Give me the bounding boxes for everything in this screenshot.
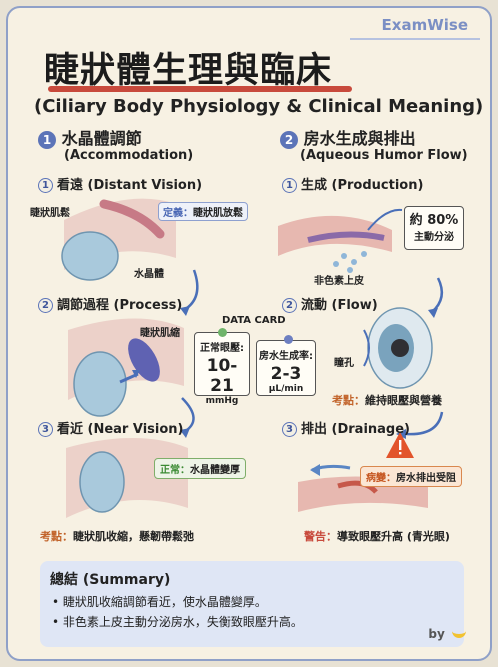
lesion-value: 房水排出受阻: [396, 473, 456, 484]
summary-item: • 睫狀肌收縮調節看近，使水晶體變厚。: [52, 595, 267, 609]
label-lens: 水晶體: [134, 269, 164, 280]
data-card-title: DATA CARD: [222, 315, 286, 326]
definition-tag: 定義：睫狀肌放鬆: [158, 202, 248, 221]
step-label: 流動 (Flow): [301, 298, 378, 313]
rate-unit: µL/min: [268, 384, 304, 394]
signature: by: [428, 627, 466, 641]
pressure-value: 10-21: [206, 356, 238, 396]
data-card-pressure: 正常眼壓: 10-21 mmHg: [194, 332, 250, 406]
pin-icon: [218, 328, 227, 337]
flow-arrow-left-2: [181, 397, 195, 434]
page-title: 睫狀體生理與臨床: [44, 51, 333, 91]
normal-value: 水晶體變厚: [190, 465, 240, 476]
data-card-rate: 房水生成率: 2-3 µL/min: [256, 340, 316, 396]
warning-icon: [386, 432, 414, 458]
section-title-text: 水晶體調節: [61, 129, 142, 148]
step-label: 生成 (Production): [301, 178, 424, 193]
lesion-key: 病變：: [366, 473, 396, 484]
section-number-badge: 2: [280, 131, 298, 149]
step-near-vision: 3 看近 (Near Vision): [38, 418, 183, 437]
approx-label: 約: [409, 213, 423, 228]
title-underline: [48, 86, 352, 92]
step-number: 3: [38, 422, 53, 437]
step-number: 2: [38, 298, 53, 313]
brand-logo: ExamWise: [381, 16, 468, 34]
signature-text: by: [428, 627, 445, 641]
step-drainage: 3 排出 (Drainage): [282, 418, 410, 437]
step-number: 1: [282, 178, 297, 193]
active-secretion-label: 主動分泌: [414, 232, 454, 243]
lesion-tag: 病變：房水排出受阻: [360, 466, 462, 487]
eye-illustration-process: [68, 318, 184, 417]
infographic-page: ExamWise 睫狀體生理與臨床 (Ciliary Body Physiolo…: [6, 6, 492, 661]
section-title-text: 房水生成與排出: [303, 129, 416, 148]
step-label: 看遠 (Distant Vision): [57, 178, 203, 193]
section-aqueous-title: 2 房水生成與排出: [280, 125, 416, 149]
step-process: 2 調節過程 (Process): [38, 294, 182, 313]
step-production: 1 生成 (Production): [282, 174, 423, 193]
section-accommodation-subtitle: (Accommodation): [64, 148, 194, 163]
flow-arrow-right-1: [431, 277, 444, 313]
step-label: 調節過程 (Process): [57, 298, 183, 313]
label-ciliary-muscle-contract: 睫狀肌縮: [140, 328, 180, 339]
summary-item: • 非色素上皮主動分泌房水，失衡致眼壓升高。: [52, 615, 303, 629]
normal-tag: 正常：水晶體變厚: [154, 458, 246, 479]
warning-value: 導致眼壓升高 (青光眼): [337, 530, 450, 543]
step-label: 看近 (Near Vision): [57, 422, 184, 437]
step-number: 2: [282, 298, 297, 313]
summary-box: 總結 (Summary) • 睫狀肌收縮調節看近，使水晶體變厚。 • 非色素上皮…: [40, 561, 464, 647]
flow-arrow-right-2: [405, 411, 444, 436]
flow-arrow-left-2-head: [180, 428, 190, 438]
section-number-badge: 1: [38, 131, 56, 149]
rate-value: 2-3: [270, 364, 302, 384]
label-pupil: 瞳孔: [334, 358, 354, 369]
flow-arrow-left-1: [183, 269, 199, 312]
label-ciliary-muscle-relax: 睫狀肌鬆: [30, 208, 70, 219]
definition-key: 定義：: [163, 208, 193, 219]
exam-key: 考點：: [40, 530, 73, 543]
production-percent-box: 約 80% 主動分泌: [404, 206, 464, 250]
summary-title: 總結 (Summary): [50, 572, 171, 588]
step-flow: 2 流動 (Flow): [282, 294, 378, 313]
step-distant-vision: 1 看遠 (Distant Vision): [38, 174, 202, 193]
illustrations: [61, 198, 444, 518]
banana-icon: [452, 630, 466, 638]
pressure-unit: mmHg: [205, 396, 239, 406]
exam-point-left: 考點：睫狀肌收縮，懸韌帶鬆弛: [40, 528, 194, 544]
brand-divider: [350, 38, 480, 40]
illustration-flow-eye: [363, 307, 433, 389]
step-label: 排出 (Drainage): [301, 422, 410, 437]
flow-arrow-left-1-head: [180, 306, 190, 316]
percent-value: 80%: [427, 213, 459, 228]
label-non-pigmented-epithelium: 非色素上皮: [314, 276, 364, 287]
pressure-label: 正常眼壓:: [200, 343, 244, 354]
step-number: 3: [282, 422, 297, 437]
exam-value: 睫狀肌收縮，懸韌帶鬆弛: [73, 530, 194, 543]
page-subtitle: (Ciliary Body Physiology & Clinical Mean…: [34, 96, 484, 117]
normal-key: 正常：: [160, 465, 190, 476]
exam-point-right: 考點：維持眼壓與營養: [332, 392, 442, 408]
section-accommodation-title: 1 水晶體調節: [38, 125, 142, 149]
warning-note: 警告：導致眼壓升高 (青光眼): [304, 528, 450, 544]
pin-icon: [284, 335, 293, 344]
exam-value: 維持眼壓與營養: [365, 394, 442, 407]
exam-key: 考點：: [332, 394, 365, 407]
definition-value: 睫狀肌放鬆: [193, 208, 243, 219]
illustration-production: [278, 208, 403, 273]
flow-arrow-right-1-head: [428, 308, 438, 318]
warning-key: 警告：: [304, 530, 337, 543]
eye-illustration-distant: [61, 198, 176, 281]
section-aqueous-subtitle: (Aqueous Humor Flow): [300, 148, 468, 163]
rate-label: 房水生成率:: [259, 351, 313, 362]
step-number: 1: [38, 178, 53, 193]
